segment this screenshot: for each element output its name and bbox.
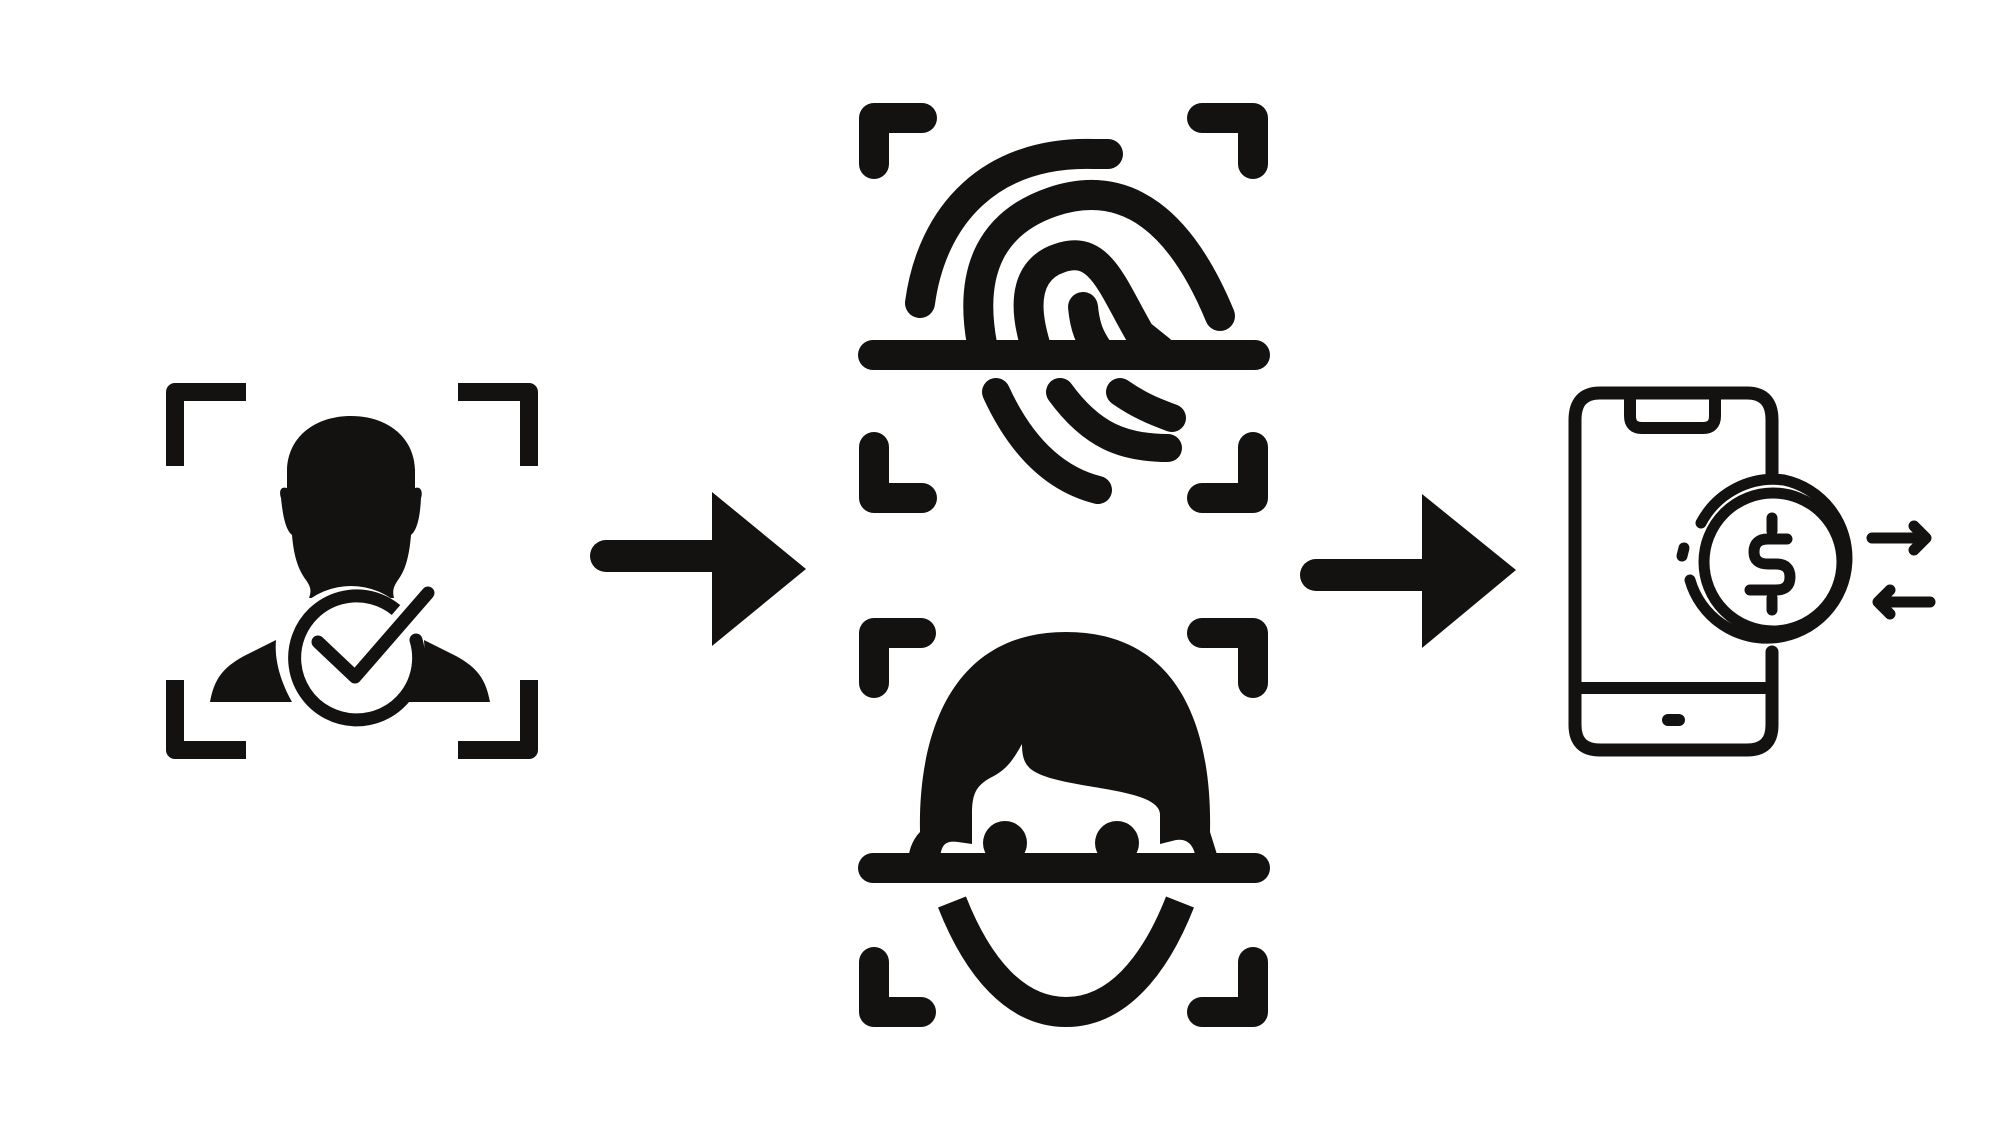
arrow-head: [1422, 494, 1516, 648]
face-hair: [908, 632, 1220, 864]
check-badge-icon: [280, 580, 441, 728]
badge-ring: [288, 589, 426, 727]
ridge-second: [963, 180, 1235, 359]
frame-corner-bottom-right: [458, 680, 538, 759]
phone-body: [1568, 386, 1779, 757]
dollar-icon: [1744, 512, 1796, 616]
frame-corner-top-left: [166, 383, 246, 466]
frame-corner-top-right: [458, 383, 538, 466]
fingerprint-ridges-upper: [905, 138, 1235, 365]
ridge-third: [1013, 240, 1175, 365]
frame-corner-top-right: [1187, 618, 1268, 698]
person-shoulder-left: [210, 640, 292, 702]
frame-corner-bottom-right: [1187, 432, 1268, 513]
verified-user-icon: [166, 383, 538, 759]
face-scan-icon: [858, 618, 1270, 1027]
arrow-right-icon: [1300, 494, 1516, 648]
scan-frame: [859, 618, 1268, 1027]
frame-corner-top-left: [859, 618, 936, 698]
ridge-outer: [905, 138, 1123, 318]
ridge-lower-middle: [1046, 378, 1182, 462]
person-silhouette: [210, 416, 490, 702]
frame-corner-top-left: [859, 103, 937, 179]
person-head: [280, 416, 422, 598]
transfer-arrows-icon: [1866, 520, 1936, 620]
transfer-arrow-right-head: [1908, 520, 1932, 556]
phone-notch: [1624, 391, 1721, 434]
arrow-head: [712, 492, 806, 646]
frame-corner-bottom-left: [859, 432, 937, 513]
frame-corner-top-right: [1187, 103, 1268, 179]
transfer-arrow-left-head: [1872, 584, 1896, 620]
coin-ring-dash: [1676, 542, 1690, 562]
person-shoulder-right: [408, 640, 490, 702]
ridge-lower-inner: [1106, 378, 1186, 432]
fingerprint-scan-icon: [858, 103, 1270, 513]
ridge-lower-outer: [982, 378, 1112, 504]
arrow-right-icon: [590, 492, 806, 646]
coin-ring-inner: [1698, 487, 1848, 637]
scan-frame: [859, 103, 1268, 513]
mobile-payment-icon: [1568, 386, 1936, 757]
checkmark: [311, 586, 435, 684]
frame-corner-bottom-left: [166, 680, 246, 759]
frame-corner-bottom-right: [1187, 947, 1268, 1027]
face-chin: [938, 896, 1194, 1027]
scan-frame: [166, 383, 538, 759]
dollar-s: [1744, 533, 1796, 596]
fingerprint-ridges-lower: [982, 378, 1186, 504]
frame-corner-bottom-left: [859, 947, 936, 1027]
